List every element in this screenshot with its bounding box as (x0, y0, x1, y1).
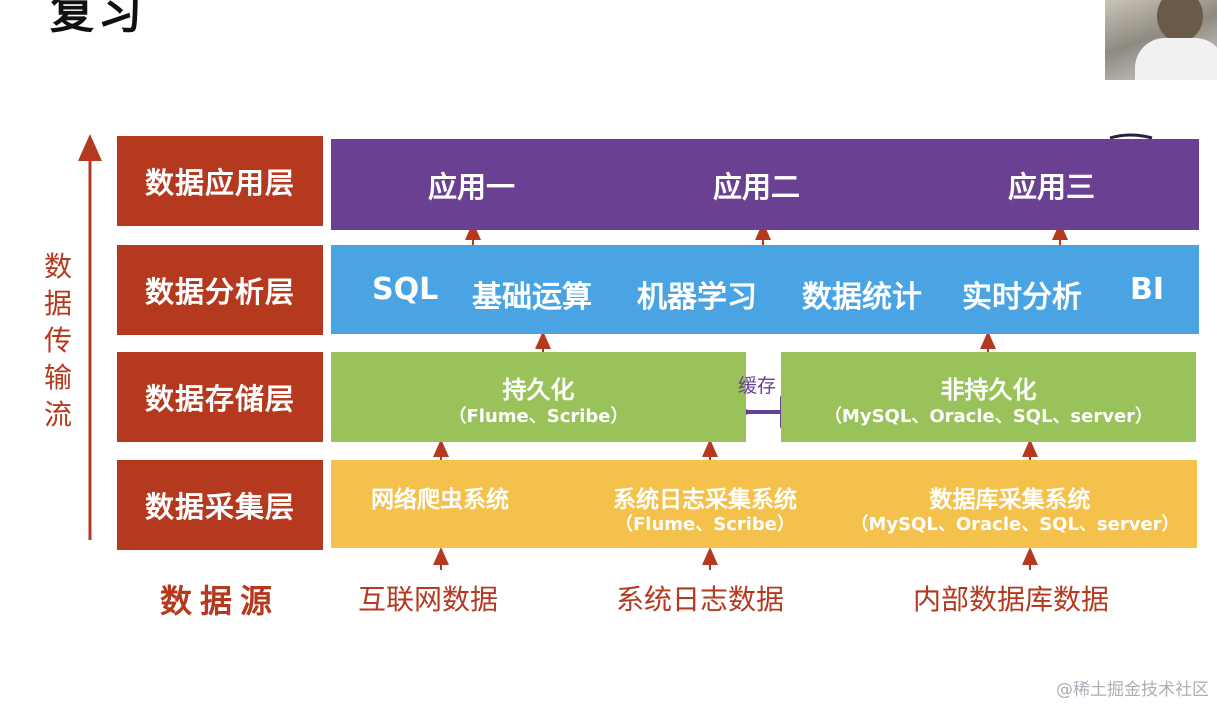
collection-item-db-sub: （MySQL、Oracle、SQL、server） (850, 514, 1180, 535)
analysis-item-bi: BI (1130, 272, 1165, 307)
analysis-item-sql: SQL (372, 272, 439, 307)
collection-item-log-sub: （Flume、Scribe） (614, 514, 796, 535)
layer-label-application: 数据应用层 (117, 136, 323, 226)
storage-persistent-title: 持久化 (502, 376, 575, 404)
layer-label-analysis: 数据分析层 (117, 245, 323, 335)
collection-item-log-title: 系统日志采集系统 (613, 487, 797, 513)
data-source-label: 数据源 (159, 582, 280, 620)
purple-bar-corner-mark (1109, 133, 1153, 140)
presenter-shirt (1135, 38, 1217, 80)
source-internet: 互联网数据 (358, 583, 499, 616)
layer-label-collection: 数据采集层 (117, 460, 323, 550)
layer-label-storage: 数据存储层 (117, 352, 323, 442)
data-flow-label: 数据传输流 (43, 250, 72, 431)
application-layer-bar (331, 139, 1199, 230)
source-system-log: 系统日志数据 (616, 583, 785, 616)
application-item-1: 应用一 (428, 170, 516, 204)
analysis-layer-bar (331, 245, 1199, 334)
cache-label: 缓存 (738, 375, 777, 397)
analysis-item-ml: 机器学习 (637, 280, 757, 315)
collection-layer-bar (331, 460, 1197, 548)
analysis-item-basic-ops: 基础运算 (472, 280, 592, 315)
analysis-item-realtime: 实时分析 (962, 280, 1082, 315)
webcam-thumbnail (1105, 0, 1217, 80)
application-item-2: 应用二 (713, 170, 801, 204)
storage-nonpersistent-sub: （MySQL、Oracle、SQL、server） (823, 406, 1154, 427)
storage-persistent-sub: （Flume、Scribe） (448, 406, 629, 427)
collection-item-crawler-title: 网络爬虫系统 (371, 487, 509, 513)
application-item-3: 应用三 (1008, 170, 1096, 204)
slide-title: 复习 (50, 0, 146, 39)
presenter-head (1157, 0, 1203, 42)
storage-nonpersistent-title: 非持久化 (940, 376, 1037, 404)
analysis-item-statistics: 数据统计 (802, 280, 922, 315)
collection-item-db-title: 数据库采集系统 (929, 487, 1091, 513)
watermark: @稀土掘金技术社区 (1056, 680, 1209, 700)
storage-nonpersistent-bar (781, 352, 1196, 442)
source-internal-db: 内部数据库数据 (913, 583, 1110, 616)
storage-persistent-bar (331, 352, 746, 442)
